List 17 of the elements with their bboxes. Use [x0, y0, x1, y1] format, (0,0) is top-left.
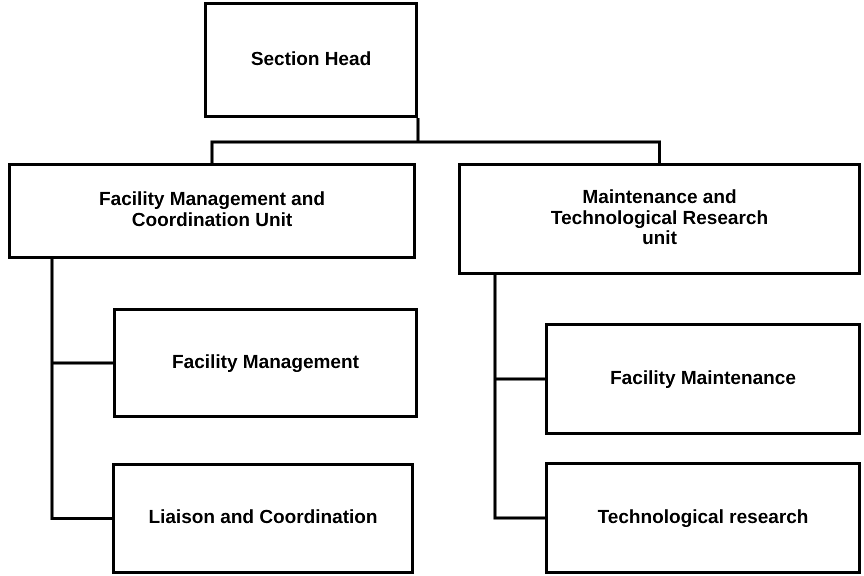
connector-line — [416, 118, 661, 163]
box-label: Facility Management and Coordination Unit — [98, 190, 326, 232]
org-box — [545, 462, 861, 574]
org-box — [8, 163, 416, 259]
org-box — [113, 308, 418, 418]
connector-line — [494, 275, 545, 520]
box-label: Maintenance and Technological Research unit — [550, 188, 770, 250]
org-box — [545, 323, 861, 435]
org-box — [458, 163, 861, 275]
box-label: Section Head — [250, 50, 372, 70]
box-label: Technological research — [598, 508, 808, 528]
box-label: Liaison and Coordination — [148, 508, 378, 529]
org-box — [112, 463, 414, 574]
box-label: Facility Management — [172, 352, 359, 374]
org-box — [204, 2, 418, 118]
connector-line — [50, 259, 112, 520]
box-label: Facility Maintenance — [610, 368, 796, 390]
